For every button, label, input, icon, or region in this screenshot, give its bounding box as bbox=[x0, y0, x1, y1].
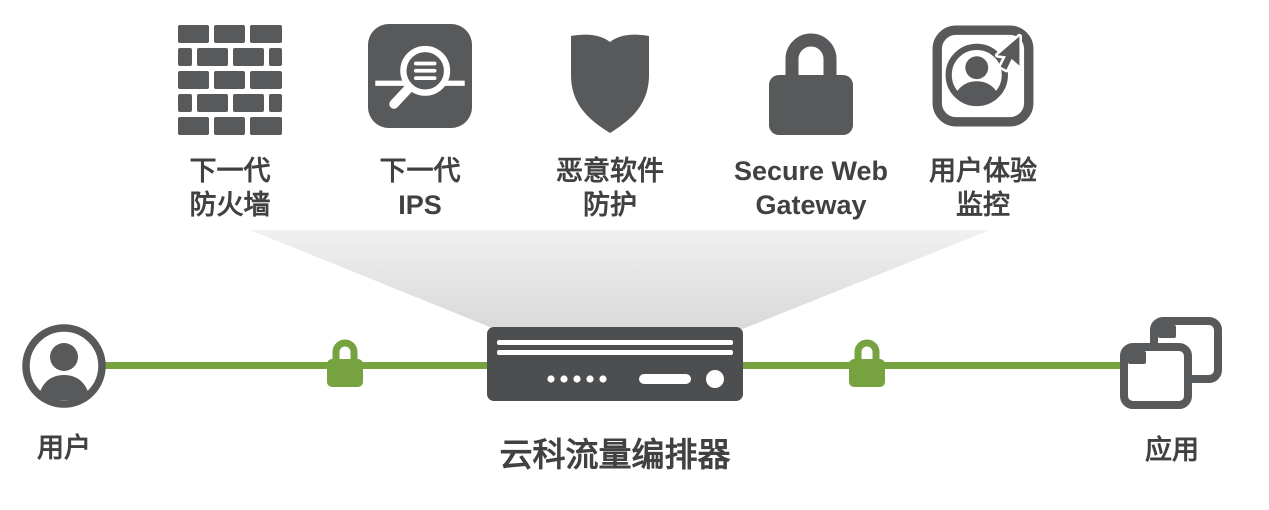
service-label-line1: 下一代 bbox=[189, 156, 271, 186]
app-label: 应用 bbox=[1145, 435, 1199, 465]
service-label: 用户体验 监控 bbox=[888, 154, 1078, 222]
applications-windows-icon bbox=[1118, 316, 1224, 417]
service-label-line2: 监控 bbox=[956, 190, 1010, 220]
magnifier-ips-icon bbox=[325, 24, 515, 142]
service-label-line2: Gateway bbox=[755, 190, 867, 220]
service-label-line1: Secure Web bbox=[733, 156, 889, 186]
service-label-line2: IPS bbox=[398, 190, 442, 220]
service-label: 恶意软件 防护 bbox=[515, 154, 705, 222]
encryption-lock-right-icon bbox=[844, 335, 890, 394]
orchestrator-label: 云科流量编排器 bbox=[499, 436, 731, 473]
brick-wall-firewall-icon bbox=[135, 24, 325, 142]
user-label: 用户 bbox=[37, 433, 91, 463]
orchestrator-appliance-icon bbox=[487, 327, 743, 406]
encryption-lock-left-icon bbox=[322, 335, 368, 394]
service-next-gen-firewall: 下一代 防火墙 bbox=[135, 24, 325, 222]
service-label-line1: 恶意软件 bbox=[556, 156, 664, 186]
service-malware-protection: 恶意软件 防护 bbox=[515, 24, 705, 222]
service-funnel bbox=[250, 230, 990, 330]
service-label: 下一代 IPS bbox=[325, 154, 515, 222]
service-label: Secure Web Gateway bbox=[716, 154, 906, 222]
service-label-line2: 防护 bbox=[583, 190, 637, 220]
service-label: 下一代 防火墙 bbox=[135, 154, 325, 222]
service-next-gen-ips: 下一代 IPS bbox=[325, 24, 515, 222]
shield-icon bbox=[515, 24, 705, 142]
service-secure-web-gateway: Secure Web Gateway bbox=[716, 24, 906, 222]
service-user-experience-monitoring: 用户体验 监控 bbox=[888, 24, 1078, 222]
padlock-icon bbox=[716, 24, 906, 142]
service-label-line1: 用户体验 bbox=[929, 156, 1037, 186]
user-cursor-monitor-icon bbox=[888, 24, 1078, 142]
service-label-line2: 防火墙 bbox=[189, 190, 271, 220]
user-icon bbox=[18, 320, 110, 417]
service-label-line1: 下一代 bbox=[379, 156, 461, 186]
